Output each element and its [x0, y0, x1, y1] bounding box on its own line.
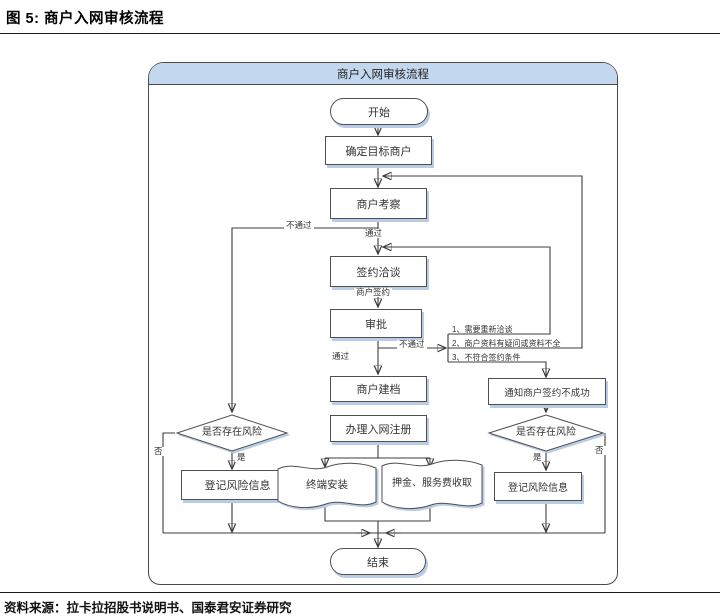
node-target: 确定目标商户 [325, 136, 432, 165]
node-risk-left-label: 是否存在风险 [202, 427, 262, 439]
node-inspect: 商户考察 [330, 188, 427, 219]
label-fail-approve: 不通过 [397, 339, 427, 350]
node-approve: 审批 [330, 309, 422, 338]
edge-inspect-fail [232, 227, 378, 411]
source-divider [0, 592, 720, 593]
label-yes-right: 是 [531, 452, 544, 463]
figure-title: 图 5: 商户入网审核流程 [6, 11, 164, 27]
title-divider [0, 33, 720, 34]
node-risk-left: 是否存在风险 [175, 414, 289, 452]
node-end: 结束 [330, 548, 426, 575]
document-shape [381, 459, 483, 510]
condition-item-2: 2、商户资料有疑问或资料不全 [452, 339, 561, 348]
edge-cond2-loop [384, 176, 583, 349]
node-terminal-label: 终端安装 [306, 478, 348, 491]
node-log-right: 登记风险信息 [494, 472, 582, 501]
document-shape [277, 462, 377, 509]
node-log-left: 登记风险信息 [181, 470, 294, 500]
condition-item-1: 1、需要重新洽谈 [452, 325, 513, 334]
node-start: 开始 [330, 98, 428, 125]
label-sign: 商户签约 [354, 287, 393, 298]
node-terminal: 终端安装 [276, 458, 378, 512]
condition-item-3: 3、不符合签约条件 [452, 353, 521, 362]
edge-riskL-no [162, 432, 175, 533]
diamond-shape [175, 414, 289, 452]
label-pass-approve: 通过 [330, 351, 352, 362]
label-yes-left: 是 [235, 452, 248, 463]
node-register: 办理入网注册 [330, 415, 427, 442]
edge-register-split [325, 442, 430, 459]
node-archive: 商户建档 [330, 376, 427, 402]
node-notify: 通知商户签约不成功 [488, 378, 606, 405]
label-no-right: 否 [593, 445, 606, 456]
node-risk-right: 是否存在风险 [487, 414, 605, 452]
node-fee-label: 押金、服务费收取 [392, 478, 472, 490]
label-no-left: 否 [152, 446, 165, 457]
node-fee: 押金、服务费收取 [380, 454, 484, 514]
diamond-shape [487, 414, 605, 452]
node-risk-right-label: 是否存在风险 [516, 427, 576, 439]
flowchart-header: 商户入网审核流程 [149, 63, 617, 85]
figure-source: 资料来源：拉卡拉招股书说明书、国泰君安证券研究 [4, 601, 292, 615]
node-negotiate: 签约洽谈 [330, 256, 427, 287]
label-fail-inspect: 不通过 [284, 220, 314, 231]
edge-cond1-loop [384, 247, 551, 335]
edge-cond3-notify [448, 361, 546, 376]
label-pass-inspect: 通过 [363, 228, 385, 239]
